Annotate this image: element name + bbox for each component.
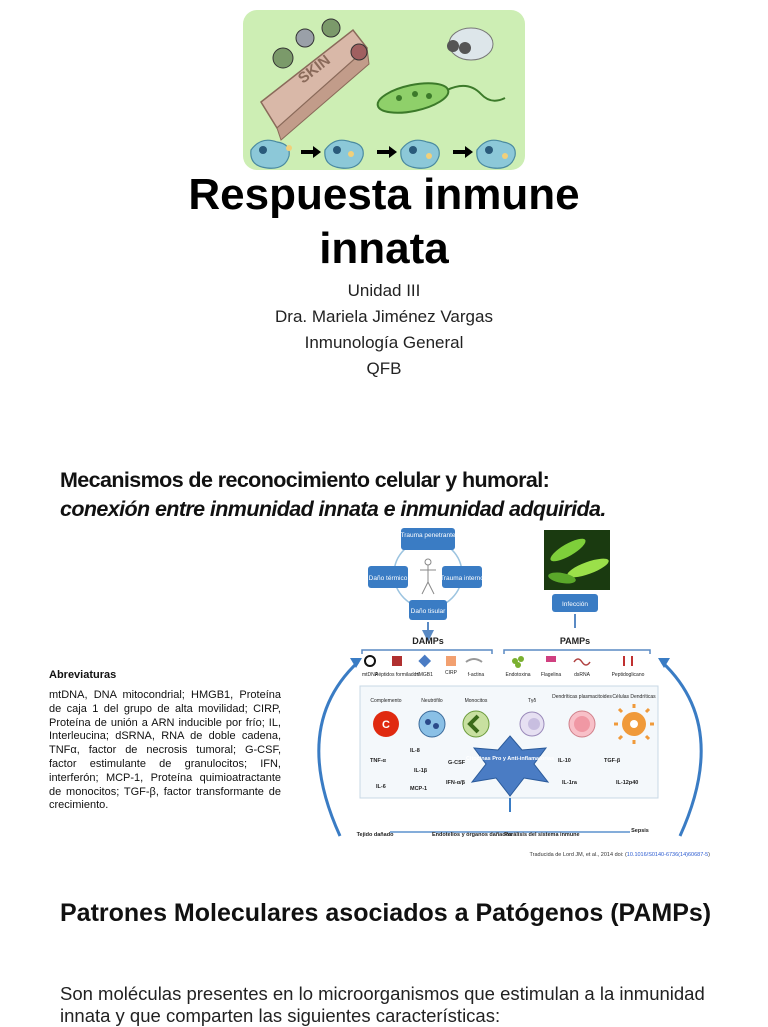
monocito-icon [462,710,490,738]
complemento-icon [373,711,399,737]
cell-label-complemento: Complemento [370,698,401,704]
doi-link[interactable]: 10.1016/S0140-6736(14)60687-5 [627,852,708,858]
trauma-penetrante-box: Trauma penetrante [400,532,455,539]
cell-label-dendriticas-plasm: Dendríticas plasmacitoides [552,694,612,700]
cytokine-mcp1: MCP-1 [410,786,427,792]
pamp-item-dsrna: dsRNA [574,672,591,678]
pamp-item-flagelina: Flagelina [541,672,562,678]
cytokine-il1ra: IL-1ra [562,780,578,786]
pamps-heading: Patrones Moleculares asociados a Patógen… [60,899,712,927]
cell-label-tgd: Tγδ [528,698,537,704]
subtitle-unit: Unidad III [347,281,421,300]
damp-item-factina: f-actina [468,672,485,678]
abbreviations-title: Abreviaturas [49,669,117,681]
pamp-icons [512,656,633,668]
damp-icons [364,654,483,668]
slide-title-line-1: Respuesta inmune [188,170,580,219]
cell-label-dendriticas: Células Dendríticas [612,694,656,700]
subtitle-program: QFB [366,359,402,378]
cytokine-il8: IL-8 [410,748,420,754]
human-body-icon [420,558,436,595]
cytokines-star [470,735,550,797]
pamp-item-endotoxina: Endotoxina [505,672,530,678]
cytokine-il1b: IL-1β [414,768,428,774]
subtitle-author: Dra. Mariela Jiménez Vargas [275,307,493,326]
damp-item-hmgb1: HMGB1 [415,672,433,678]
title-illustration: SKIN [243,10,525,170]
neutrofilo-icon [418,710,446,738]
section-heading-line-1: Mecanismos de reconocimiento celular y h… [60,468,550,492]
cytokine-gcsf: G-CSF [448,760,466,766]
cytokine-il12p40: IL-12p40 [616,780,638,786]
outcome-sepsis: Sepsis [631,828,649,834]
cytokine-ifnab: IFN-α/β [446,780,466,786]
source-citation: Traducida de Lord JM, et al., 2014 doi: … [529,852,710,858]
abbreviations-text: mtDNA, DNA mitocondrial; HMGB1, Proteína… [49,689,281,812]
outcome-tejido: Tejido dañado [357,832,395,838]
dano-termico-box: Daño térmico [369,575,408,582]
cell-label-neutrofilo: Neutrófilo [421,698,443,704]
immune-recognition-diagram: Trauma penetrante Daño térmico Trauma in… [317,528,710,858]
outcome-paralisis: Parálisis del sistema inmune [504,832,579,838]
cell-label-monocitos: Monocitos [465,698,488,704]
section-heading-line-2: conexión entre inmunidad innata e inmuni… [60,497,606,521]
damp-item-cirp: CIRP [445,670,458,676]
cytokine-il10: IL-10 [558,758,571,764]
infeccion-box: Infección [562,601,588,608]
damp-item-peptidos: Péptidos formilados [375,672,419,678]
cytokine-tgfb: TGF-β [604,758,621,764]
pamps-label: PAMPs [560,636,590,646]
damps-label: DAMPs [412,636,444,646]
slide-title-line-2: innata [319,224,449,273]
dendritica-icon [614,704,654,744]
trauma-interno-box: Trauma interno [440,575,484,582]
damp-item-mtdna: mtDNA [362,672,379,678]
cytokine-il6: IL-6 [376,784,386,790]
subtitle-course: Inmunología General [304,333,464,352]
center-cytokines-label: Citocinas Pro y Anti-inflamatorias [466,756,554,762]
pamps-paragraph: Son moléculas presentes en lo microorgan… [60,983,705,1026]
dano-tisular-box: Daño tisular [411,608,447,615]
bacteria-image [548,538,609,584]
cytokine-tnfa: TNF-α [370,758,387,764]
outcome-endotelios: Endotelios y órganos dañados [432,832,512,838]
pamp-item-peptidoglicano: Peptidoglicano [612,672,645,678]
svg-text:C: C [382,719,390,731]
